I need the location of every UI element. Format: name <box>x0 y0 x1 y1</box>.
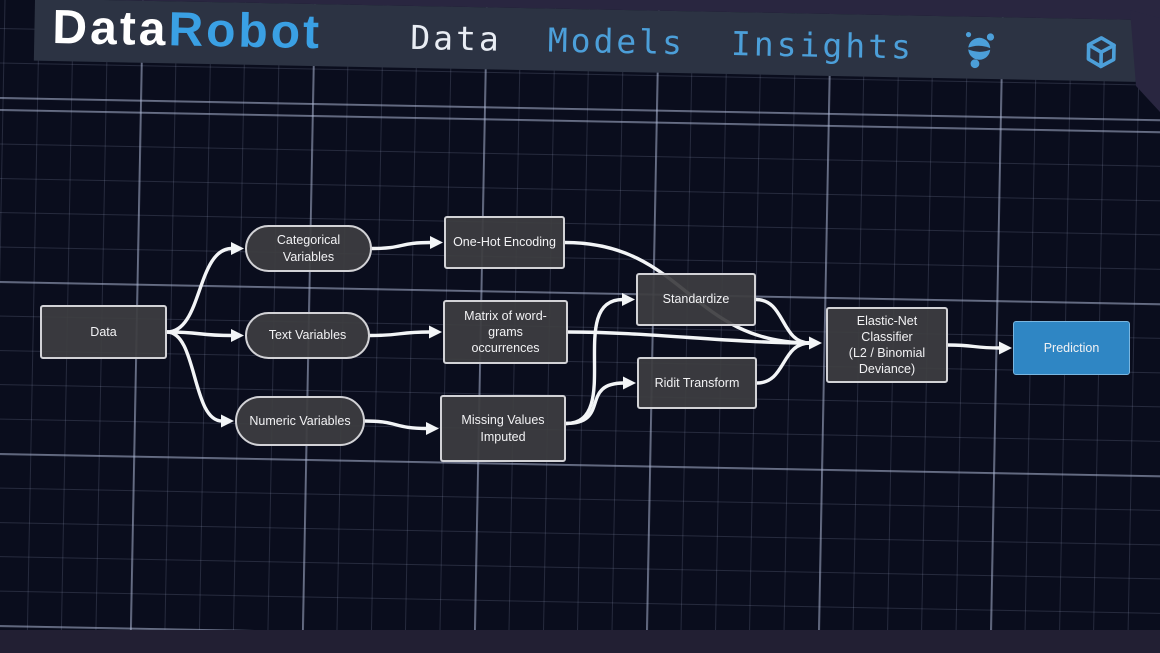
orbit-icon[interactable] <box>959 27 1000 75</box>
edge-data-categorical <box>165 246 234 334</box>
node-text[interactable]: Text Variables <box>245 312 370 359</box>
arrowhead-standardize <box>622 293 635 306</box>
arrowhead-categorical <box>231 242 244 255</box>
edge-matrix-classifier <box>566 330 812 345</box>
node-label: Numeric Variables <box>249 413 351 428</box>
node-matrix[interactable]: Matrix of word-grams occurrences <box>443 300 568 364</box>
edge-data-numeric <box>165 330 224 423</box>
arrowhead-matrix <box>429 325 442 339</box>
edge-data-text <box>165 330 234 338</box>
edge-ridit-classifier <box>755 341 812 385</box>
arrowhead-prediction <box>999 341 1012 355</box>
node-ridit[interactable]: Ridit Transform <box>637 357 757 409</box>
footer-strip <box>0 630 1160 653</box>
arrowhead-missing <box>426 422 439 435</box>
node-label: Standardize <box>662 292 730 307</box>
node-label: One-Hot Encoding <box>453 235 556 250</box>
arrowhead-text <box>231 329 244 342</box>
arrowhead-ridit <box>623 376 636 390</box>
node-label: Missing Values Imputed <box>461 413 545 444</box>
node-label: Ridit Transform <box>654 375 740 390</box>
edge-missing-ridit <box>564 381 626 426</box>
node-label: Prediction <box>1043 340 1100 355</box>
node-categorical[interactable]: Categorical Variables <box>245 225 372 272</box>
edge-missing-standardize <box>564 297 625 426</box>
node-label: Categorical Variables <box>276 233 341 264</box>
node-prediction[interactable]: Prediction <box>1013 321 1130 375</box>
node-label: Matrix of word-grams occurrences <box>464 308 547 356</box>
node-data[interactable]: Data <box>40 305 167 359</box>
edge-categorical-onehot <box>370 240 433 251</box>
node-label: Text Variables <box>268 328 347 343</box>
arrowhead-classifier <box>809 336 822 350</box>
edge-classifier-prediction <box>946 343 1002 350</box>
arrowhead-onehot <box>430 236 443 249</box>
node-label: Data <box>90 324 117 339</box>
node-missing[interactable]: Missing Values Imputed <box>440 395 566 462</box>
node-label: Elastic-Net Classifier (L2 / Binomial De… <box>848 313 926 377</box>
node-standardize[interactable]: Standardize <box>636 273 756 326</box>
node-onehot[interactable]: One-Hot Encoding <box>444 216 565 269</box>
edge-numeric-missing <box>363 419 429 431</box>
edge-text-matrix <box>368 330 432 338</box>
top-navbar: DataRobot Data Models Insights <box>33 0 1137 82</box>
arrowhead-numeric <box>221 414 234 428</box>
node-numeric[interactable]: Numeric Variables <box>235 396 365 446</box>
node-classifier[interactable]: Elastic-Net Classifier (L2 / Binomial De… <box>826 307 948 383</box>
cube-icon[interactable] <box>1082 33 1121 77</box>
edge-standardize-classifier <box>754 297 812 345</box>
